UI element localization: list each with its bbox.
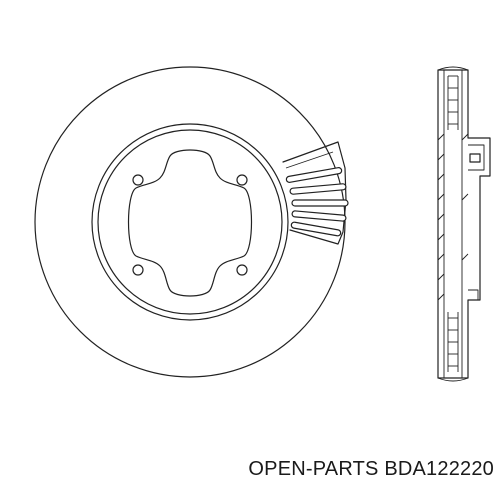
side-vane-channel-bottom: [447, 312, 459, 372]
cooling-vane: [285, 167, 343, 183]
mounting-hole: [236, 174, 248, 186]
part-caption: OPEN-PARTS BDA122220: [248, 458, 494, 480]
mounting-hole: [132, 264, 144, 276]
center-bore: [127, 149, 253, 297]
side-hub-step-bottom: [468, 289, 479, 300]
side-profile-outline: [437, 69, 491, 379]
mounting-hole: [132, 174, 144, 186]
cutaway-inner-edge: [285, 151, 334, 169]
disc-side-view: [437, 66, 491, 382]
cooling-vane: [291, 210, 347, 222]
side-vane-channel-top: [447, 75, 459, 130]
disc-front-view: [34, 66, 349, 378]
side-hub-hole: [469, 153, 481, 163]
hub-inner-circle: [97, 129, 283, 315]
cooling-vane: [291, 199, 349, 207]
side-rim-bottom: [437, 377, 469, 382]
cooling-vane: [290, 221, 342, 237]
hub-outer-circle: [91, 123, 289, 321]
mounting-hole: [236, 264, 248, 276]
side-rim-top: [437, 66, 469, 71]
side-hub-step: [468, 144, 485, 171]
cooling-vane: [289, 183, 347, 195]
side-hatch: [437, 133, 469, 301]
disc-outer-rim: [34, 66, 346, 378]
